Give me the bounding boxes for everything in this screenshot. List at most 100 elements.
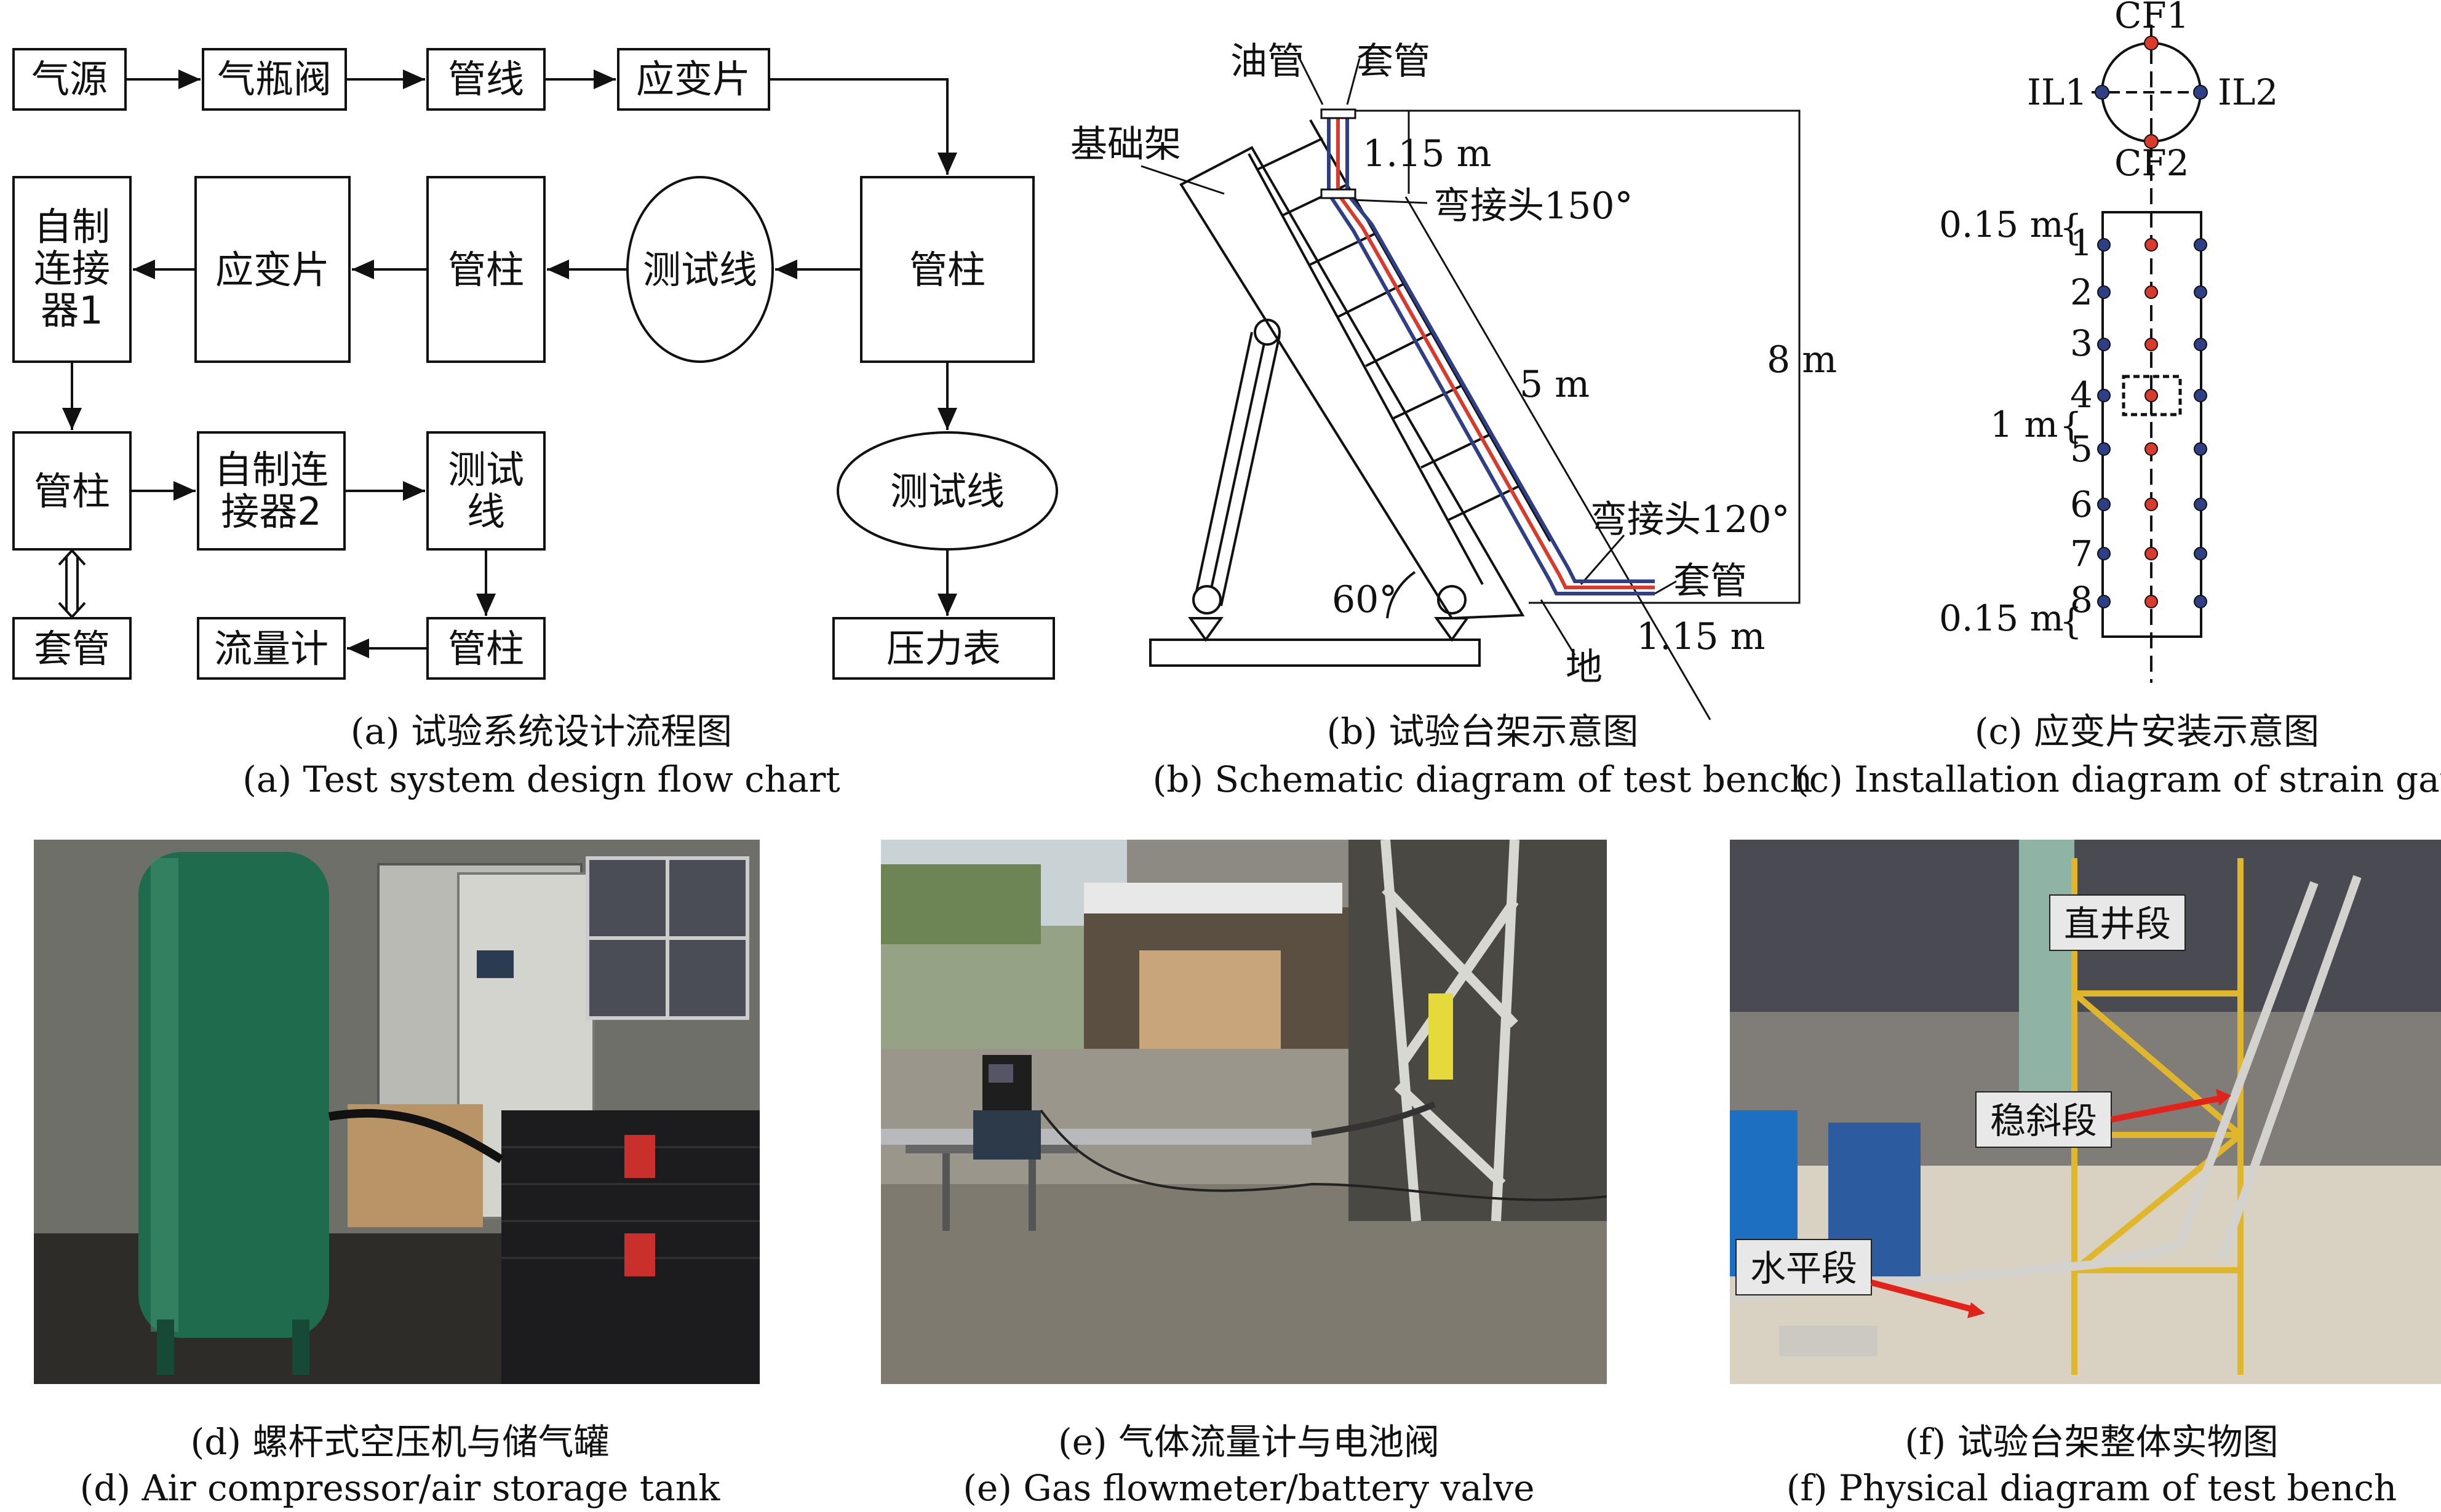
node-cylinder-valve [202,48,347,111]
bench-foundation-frame [1179,146,1525,620]
brace-top: { [2060,207,2082,249]
gauge-dot-il2 [2193,85,2208,100]
bench-pivot-top [1254,319,1281,346]
label-casing: 套管 [34,626,110,671]
gauge-dot-cf2 [2144,134,2159,149]
label-len-mid: 5 m [1519,363,1590,406]
label-test-line-oval: 测试线 [643,247,757,292]
bench-dim-slant [1404,196,1711,720]
label-angle: 60° [1332,578,1397,621]
leader-tubing [1297,55,1324,105]
caption-a-cn: (a) 试验系统设计流程图 [350,710,733,752]
arrow-incline [2111,1095,2223,1123]
leader-foundation [1141,165,1225,195]
label-cf2: CF2 [2114,142,2189,184]
bench-dim-height [1323,109,1801,604]
gauge-num-8: 8 [2070,579,2093,621]
label-vertical-section: 直井段 [2064,903,2171,945]
node-connector2 [197,431,346,551]
bench-clamp-mid [1320,188,1356,199]
bench-pipes [1327,111,1655,595]
caption-c-en: (c) Installation diagram of strain gauge [1795,758,2441,800]
label-tubing: 油管 [1230,40,1304,83]
gauge-highlight-box [2122,375,2182,416]
bench-support-left [1188,617,1224,642]
bench-ladder-rungs [1257,137,1520,521]
node-strain-gauge-mid [194,176,351,363]
gauge-num-6: 6 [2070,483,2093,525]
leader-elbow150 [1353,199,1428,204]
label-height: 8 m [1767,338,1837,381]
label-tubing-bottom: 管柱 [448,626,524,671]
gauge-num-4: 4 [2070,374,2093,416]
label-elbow120: 弯接头120° [1590,498,1790,541]
caption-c-cn: (c) 应变片安装示意图 [1974,710,2320,752]
label-tubing-main: 管柱 [909,247,986,292]
photo-test-bench: 直井段 稳斜段 水平段 [1730,840,2441,1384]
gauge-num-3: 3 [2070,322,2093,364]
gauge-dot-cf1 [2144,36,2159,50]
double-arrow-tubing-casing [58,549,86,619]
caption-b-en: (b) Schematic diagram of test bench [1152,758,1813,800]
caption-f-cn: (f) 试验台架整体实物图 [1905,1421,2279,1463]
caption-d-en: (d) Air compressor/air storage tank [79,1467,720,1509]
bench-strut-b [1220,335,1281,607]
label-tubing-lower: 管柱 [34,469,110,514]
gauge-tube-outline [2101,211,2202,638]
arrow-horizontal [1870,1279,1977,1313]
caption-b-cn: (b) 试验台架示意图 [1326,710,1639,752]
label-incline-section: 稳斜段 [1990,1100,2097,1142]
brace-mid: { [2060,405,2082,447]
caption-f-en: (f) Physical diagram of test bench [1786,1467,2397,1509]
bench-angle-arc [1386,571,1416,619]
label-elbow150: 弯接头150° [1433,185,1633,228]
caption-d-cn: (d) 螺杆式空压机与储气罐 [190,1421,610,1463]
tag-horizontal-section [1735,1239,1872,1295]
tag-vertical-section [2049,894,2186,951]
label-flowmeter: 流量计 [214,626,329,671]
label-top-spacing: 0.15 m [1939,204,2064,245]
node-gas-source [12,48,127,111]
gauge-num-5: 5 [2070,428,2093,470]
label-len-top: 1.15 m [1363,132,1492,175]
label-cylinder-valve: 气瓶阀 [217,57,332,101]
label-gas-source: 气源 [31,57,108,101]
label-il1: IL1 [2027,71,2087,113]
leader-elbow120 [1580,535,1625,585]
leader-casing-bottom [1654,580,1677,595]
gauge-num-1: 1 [2070,222,2093,264]
label-strain-gauge-mid: 应变片 [215,247,330,292]
label-cf1: CF1 [2114,0,2189,36]
node-tubing-lower [12,431,132,551]
label-il2: IL2 [2218,71,2278,113]
bench-strut-c [1208,328,1268,600]
photo-air-compressor [34,840,760,1384]
leader-casing-top [1346,58,1361,105]
label-pipeline: 管线 [448,57,524,101]
label-horizontal-section: 水平段 [1750,1247,1857,1289]
label-test-line-right: 测试线 [890,469,1005,514]
tank-body [138,852,329,1338]
gauge-num-2: 2 [2070,271,2093,313]
label-connector2: 自制连接器2 [214,447,329,534]
label-ground: 地 [1566,646,1603,689]
caption-a-en: (a) Test system design flow chart [242,758,840,800]
gauge-dot-rows [2097,238,2207,608]
arrow-gauge-to-tubing [769,78,957,175]
label-pressure-gauge: 压力表 [886,626,1001,671]
label-test-line-box: 测试线 [448,447,524,534]
node-tubing-bottom [426,617,546,680]
brace-bottom: { [2060,600,2082,642]
node-pipeline [426,48,546,111]
gauge-num-7: 7 [2070,533,2093,575]
label-tubing-mid: 管柱 [448,247,524,292]
label-bottom-spacing: 0.15 m [1939,597,2064,639]
label-casing-bottom: 套管 [1673,560,1747,603]
bench-ladder-left [1248,153,1484,585]
label-foundation: 基础架 [1070,123,1181,166]
tag-incline-section [1975,1091,2112,1148]
flowmeter-body [973,1110,1041,1160]
node-flowmeter [197,617,346,680]
